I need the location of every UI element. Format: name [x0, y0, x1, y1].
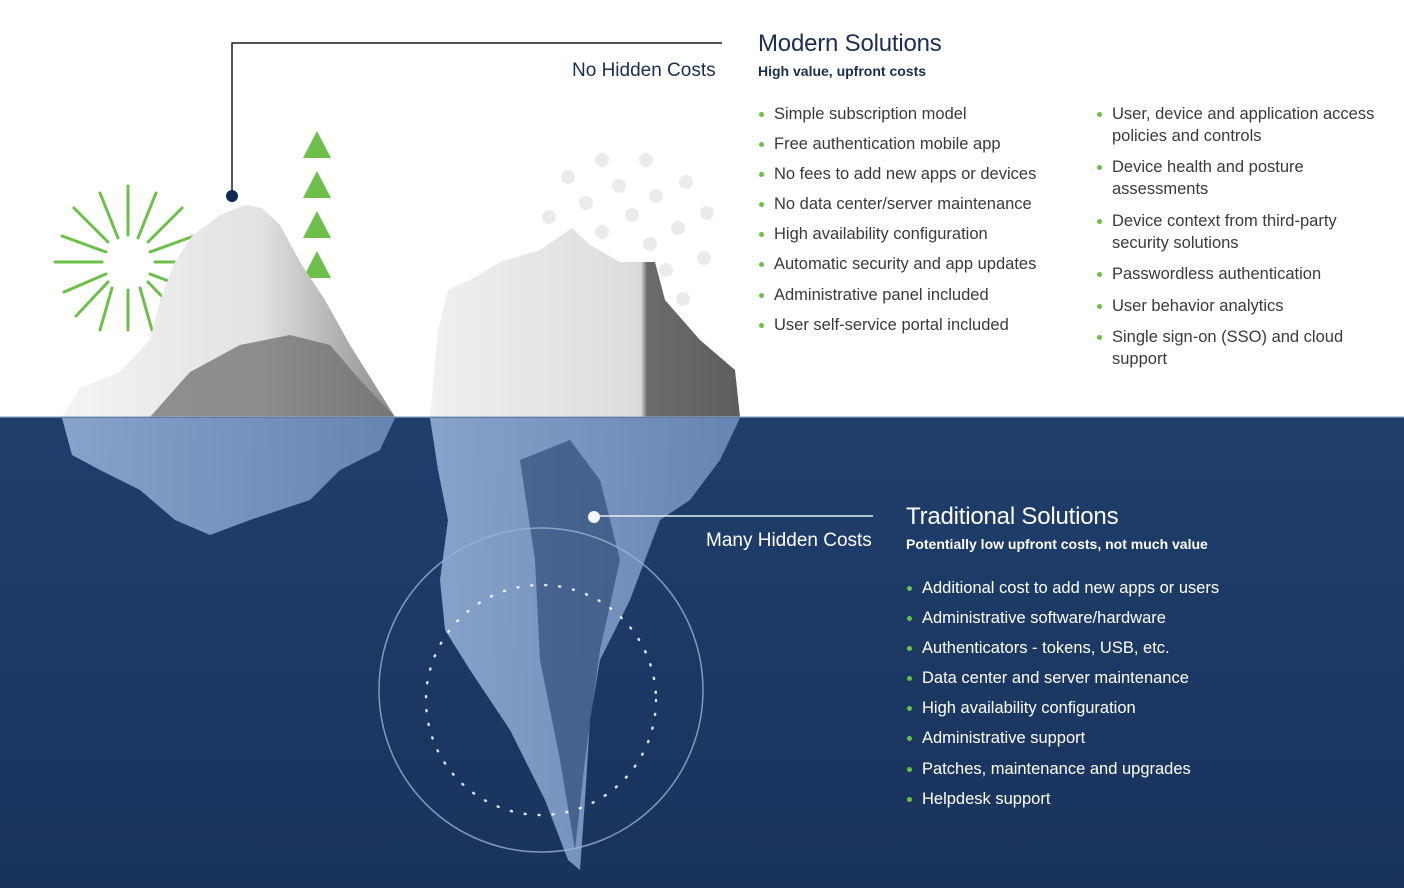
waterline [0, 416, 1404, 418]
list-item: Data center and server maintenance [906, 667, 1286, 689]
list-item: Additional cost to add new apps or users [906, 577, 1286, 599]
traditional-solutions-subtitle: Potentially low upfront costs, not much … [906, 536, 1208, 552]
list-item: No fees to add new apps or devices [758, 163, 1078, 185]
list-item: User behavior analytics [1096, 295, 1386, 317]
list-item: Device context from third-party security… [1096, 210, 1386, 254]
list-item: High availability configuration [758, 223, 1078, 245]
list-item: Patches, maintenance and upgrades [906, 758, 1286, 780]
list-item: Administrative software/hardware [906, 607, 1286, 629]
list-item: Device health and posture assessments [1096, 156, 1386, 200]
list-item: Administrative panel included [758, 284, 1078, 306]
modern-solutions-title: Modern Solutions [758, 30, 942, 57]
modern-benefits-list-1: Simple subscription model Free authentic… [758, 103, 1078, 344]
no-hidden-costs-label: No Hidden Costs [572, 60, 716, 81]
list-item: User, device and application access poli… [1096, 103, 1386, 147]
list-item: No data center/server maintenance [758, 193, 1078, 215]
list-item: Authenticators - tokens, USB, etc. [906, 637, 1286, 659]
list-item: User self-service portal included [758, 314, 1078, 336]
traditional-solutions-title: Traditional Solutions [906, 503, 1119, 530]
list-item: High availability configuration [906, 697, 1286, 719]
traditional-costs-list: Additional cost to add new apps or users… [906, 577, 1286, 818]
modern-benefits-list-2: User, device and application access poli… [1096, 103, 1386, 379]
modern-solutions-subtitle: High value, upfront costs [758, 63, 927, 79]
list-item: Free authentication mobile app [758, 133, 1078, 155]
list-item: Simple subscription model [758, 103, 1078, 125]
list-item: Automatic security and app updates [758, 253, 1078, 275]
list-item: Passwordless authentication [1096, 263, 1386, 285]
list-item: Administrative support [906, 727, 1286, 749]
list-item: Single sign-on (SSO) and cloud support [1096, 326, 1386, 370]
many-hidden-costs-label: Many Hidden Costs [706, 530, 872, 551]
list-item: Helpdesk support [906, 788, 1286, 810]
